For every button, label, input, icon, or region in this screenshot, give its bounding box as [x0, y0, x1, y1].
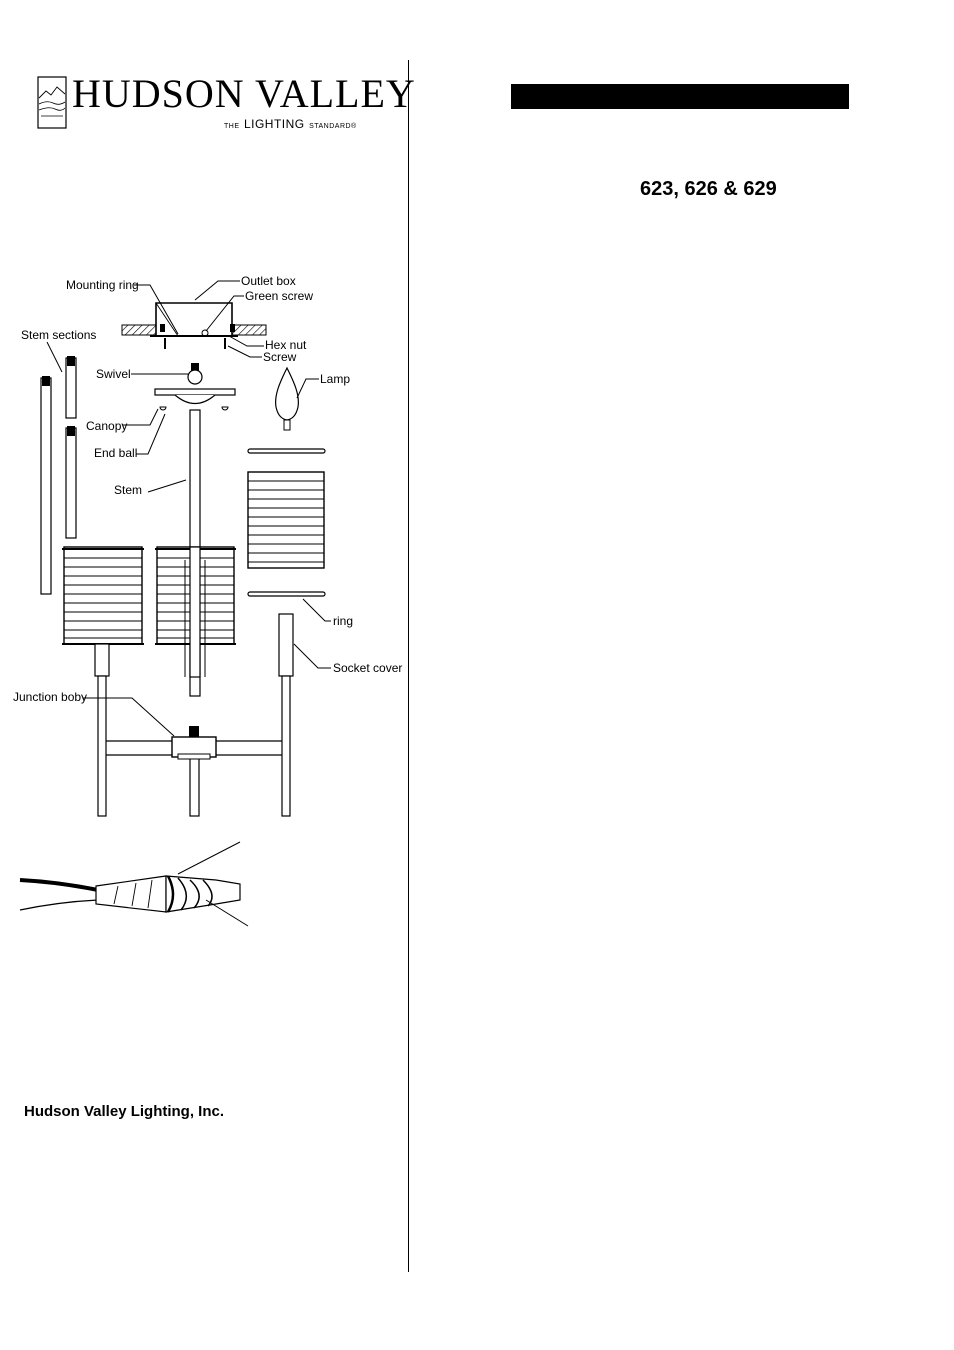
label-junction-body: Junction boby	[13, 690, 87, 704]
label-hex-nut: Hex nut	[265, 338, 307, 352]
arms-and-sockets	[94, 613, 294, 817]
stem-sections	[40, 356, 77, 595]
logo-mountain-icon	[37, 76, 67, 129]
logo-tag-standard: STANDARD®	[309, 123, 357, 130]
logo-tagline: THE LIGHTING STANDARD®	[224, 116, 357, 132]
lamp-bulb	[275, 366, 299, 431]
diagram-labels: Mounting ring Outlet box Green screw Hex…	[13, 274, 402, 704]
label-ring: ring	[333, 614, 353, 628]
title-bar	[511, 84, 849, 109]
canopy-part	[154, 363, 236, 411]
model-numbers: 623, 626 & 629	[640, 178, 777, 200]
left-shade	[62, 546, 144, 645]
leader-lines	[46, 280, 331, 737]
label-screw: Screw	[263, 350, 297, 364]
label-stem-sections: Stem sections	[21, 328, 96, 342]
logo-wordmark: HUDSON VALLEY	[72, 71, 416, 116]
label-end-ball: End ball	[94, 446, 137, 460]
logo-tag-lighting: LIGHTING	[243, 117, 305, 131]
logo-tag-the: THE	[224, 123, 240, 130]
label-mounting-ring: Mounting ring	[66, 278, 139, 292]
label-swivel: Swivel	[96, 367, 131, 381]
label-socket-cover: Socket cover	[333, 661, 402, 675]
label-stem: Stem	[114, 483, 142, 497]
ceiling-outlet-box	[121, 302, 267, 349]
exploded-diagram: Mounting ring Outlet box Green screw Hex…	[13, 274, 402, 817]
column-divider	[408, 60, 409, 1272]
label-lamp: Lamp	[320, 372, 350, 386]
company-name: Hudson Valley Lighting, Inc.	[24, 1103, 225, 1120]
right-shade	[247, 448, 326, 597]
wire-splice-illustration	[19, 841, 249, 927]
label-green-screw: Green screw	[245, 289, 313, 303]
center-shade	[155, 546, 236, 678]
label-outlet-box: Outlet box	[241, 274, 296, 288]
label-canopy: Canopy	[86, 419, 127, 433]
